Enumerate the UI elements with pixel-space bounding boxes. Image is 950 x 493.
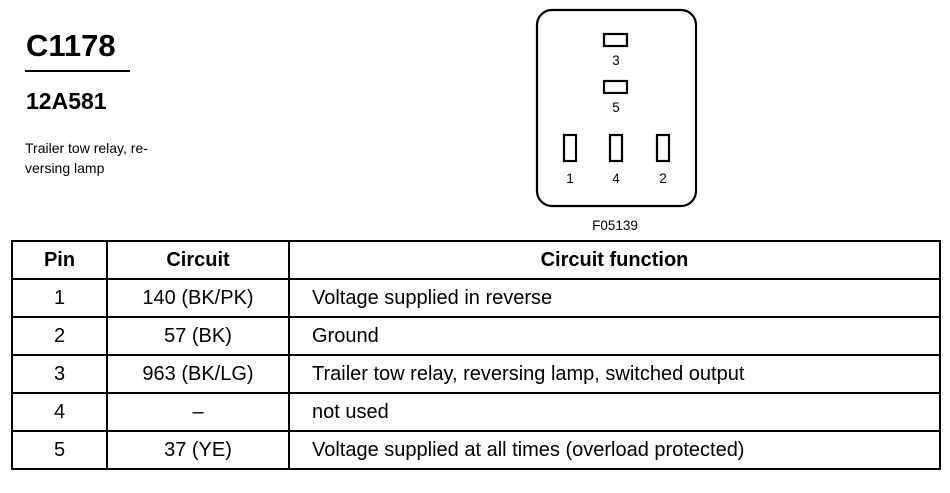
header-circuit-function: Circuit function bbox=[288, 240, 941, 280]
terminal-2-slot bbox=[655, 133, 671, 163]
connector-description: Trailer tow relay, re- versing lamp bbox=[25, 140, 148, 176]
header-pin: Pin bbox=[11, 240, 108, 280]
function-cell: not used bbox=[288, 392, 941, 432]
pin-cell: 3 bbox=[11, 354, 108, 394]
circuit-cell: 963 (BK/LG) bbox=[106, 354, 290, 394]
terminal-5-label: 5 bbox=[612, 100, 620, 115]
connector-face-diagram: 3 5 1 4 2 F05139 bbox=[535, 8, 698, 233]
pin-cell: 5 bbox=[11, 430, 108, 470]
title-underline bbox=[25, 70, 130, 72]
terminal-4-slot bbox=[608, 133, 624, 163]
terminal-1-slot bbox=[562, 133, 578, 163]
table-row: 5 37 (YE) Voltage supplied at all times … bbox=[11, 430, 941, 470]
pin-cell: 1 bbox=[11, 278, 108, 318]
table-header-row: Pin Circuit Circuit function bbox=[11, 240, 941, 280]
function-cell: Voltage supplied at all times (overload … bbox=[288, 430, 941, 470]
terminal-2-label: 2 bbox=[659, 171, 667, 186]
terminal-3-slot bbox=[602, 32, 629, 48]
function-cell: Ground bbox=[288, 316, 941, 356]
table-row: 2 57 (BK) Ground bbox=[11, 316, 941, 356]
table-row: 1 140 (BK/PK) Voltage supplied in revers… bbox=[11, 278, 941, 318]
function-cell: Voltage supplied in reverse bbox=[288, 278, 941, 318]
circuit-cell: 57 (BK) bbox=[106, 316, 290, 356]
pin-cell: 4 bbox=[11, 392, 108, 432]
table-row: 3 963 (BK/LG) Trailer tow relay, reversi… bbox=[11, 354, 941, 394]
pin-cell: 2 bbox=[11, 316, 108, 356]
connector-code: C1178 bbox=[26, 28, 116, 63]
circuit-cell: 140 (BK/PK) bbox=[106, 278, 290, 318]
terminal-3-label: 3 bbox=[612, 53, 620, 68]
figure-id: F05139 bbox=[592, 218, 638, 233]
circuit-cell: – bbox=[106, 392, 290, 432]
terminal-4-label: 4 bbox=[612, 171, 620, 186]
terminal-5-slot bbox=[602, 79, 629, 95]
table-row: 4 – not used bbox=[11, 392, 941, 432]
circuit-cell: 37 (YE) bbox=[106, 430, 290, 470]
pin-table: Pin Circuit Circuit function 1 140 (BK/P… bbox=[11, 240, 941, 470]
header-circuit: Circuit bbox=[106, 240, 290, 280]
connector-housing-outline bbox=[535, 8, 698, 208]
function-cell: Trailer tow relay, reversing lamp, switc… bbox=[288, 354, 941, 394]
terminal-1-label: 1 bbox=[566, 171, 574, 186]
part-number: 12A581 bbox=[26, 88, 107, 114]
